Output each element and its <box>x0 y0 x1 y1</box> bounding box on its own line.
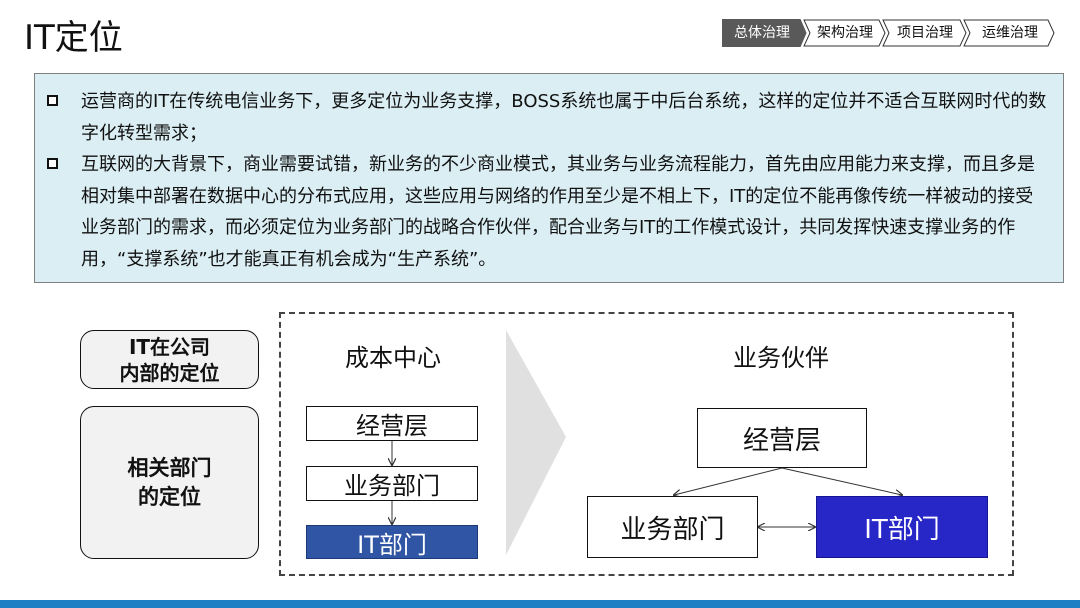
bullet-item: 运营商的IT在传统电信业务下，更多定位为业务支撑，BOSS系统也属于中后台系统，… <box>47 86 1049 149</box>
bullet-text: 互联网的大背景下，商业需要试错，新业务的不少商业模式，其业务与业务流程能力，首先… <box>81 154 1035 270</box>
breadcrumb-item-architecture[interactable]: 架构治理 <box>817 25 873 41</box>
node-left-it: IT部门 <box>306 525 478 559</box>
transition-chevron-icon <box>506 330 566 555</box>
description-box: 运营商的IT在传统电信业务下，更多定位为业务支撑，BOSS系统也属于中后台系统，… <box>34 73 1064 283</box>
arrow-to-business <box>674 467 783 495</box>
heading-business-partner: 业务伙伴 <box>733 344 829 372</box>
side-label-department-position: 相关部门 的定位 <box>80 406 259 559</box>
heading-cost-center: 成本中心 <box>345 344 441 372</box>
arrow-to-it <box>781 467 902 495</box>
breadcrumb-item-overall[interactable]: 总体治理 <box>734 25 790 41</box>
breadcrumb: 总体治理 架构治理 项目治理 运维治理 <box>722 19 1056 47</box>
bullet-text: 运营商的IT在传统电信业务下，更多定位为业务支撑，BOSS系统也属于中后台系统，… <box>81 91 1047 144</box>
node-left-business: 业务部门 <box>306 466 478 501</box>
bullet-item: 互联网的大背景下，商业需要试错，新业务的不少商业模式，其业务与业务流程能力，首先… <box>47 149 1049 275</box>
breadcrumb-shapes <box>722 19 1055 47</box>
node-left-management: 经营层 <box>306 406 478 441</box>
bottom-accent-bar <box>0 600 1080 608</box>
side-label-it-position: IT在公司 内部的定位 <box>80 330 259 389</box>
positioning-frame <box>279 312 1014 576</box>
checkbox-bullet-icon <box>47 158 58 169</box>
node-right-it: IT部门 <box>816 496 988 558</box>
breadcrumb-item-operations[interactable]: 运维治理 <box>982 25 1038 41</box>
node-right-business: 业务部门 <box>587 496 758 558</box>
checkbox-bullet-icon <box>47 95 58 106</box>
node-right-management: 经营层 <box>697 408 867 468</box>
breadcrumb-item-project[interactable]: 项目治理 <box>897 25 953 41</box>
page-title: IT定位 <box>24 18 123 58</box>
